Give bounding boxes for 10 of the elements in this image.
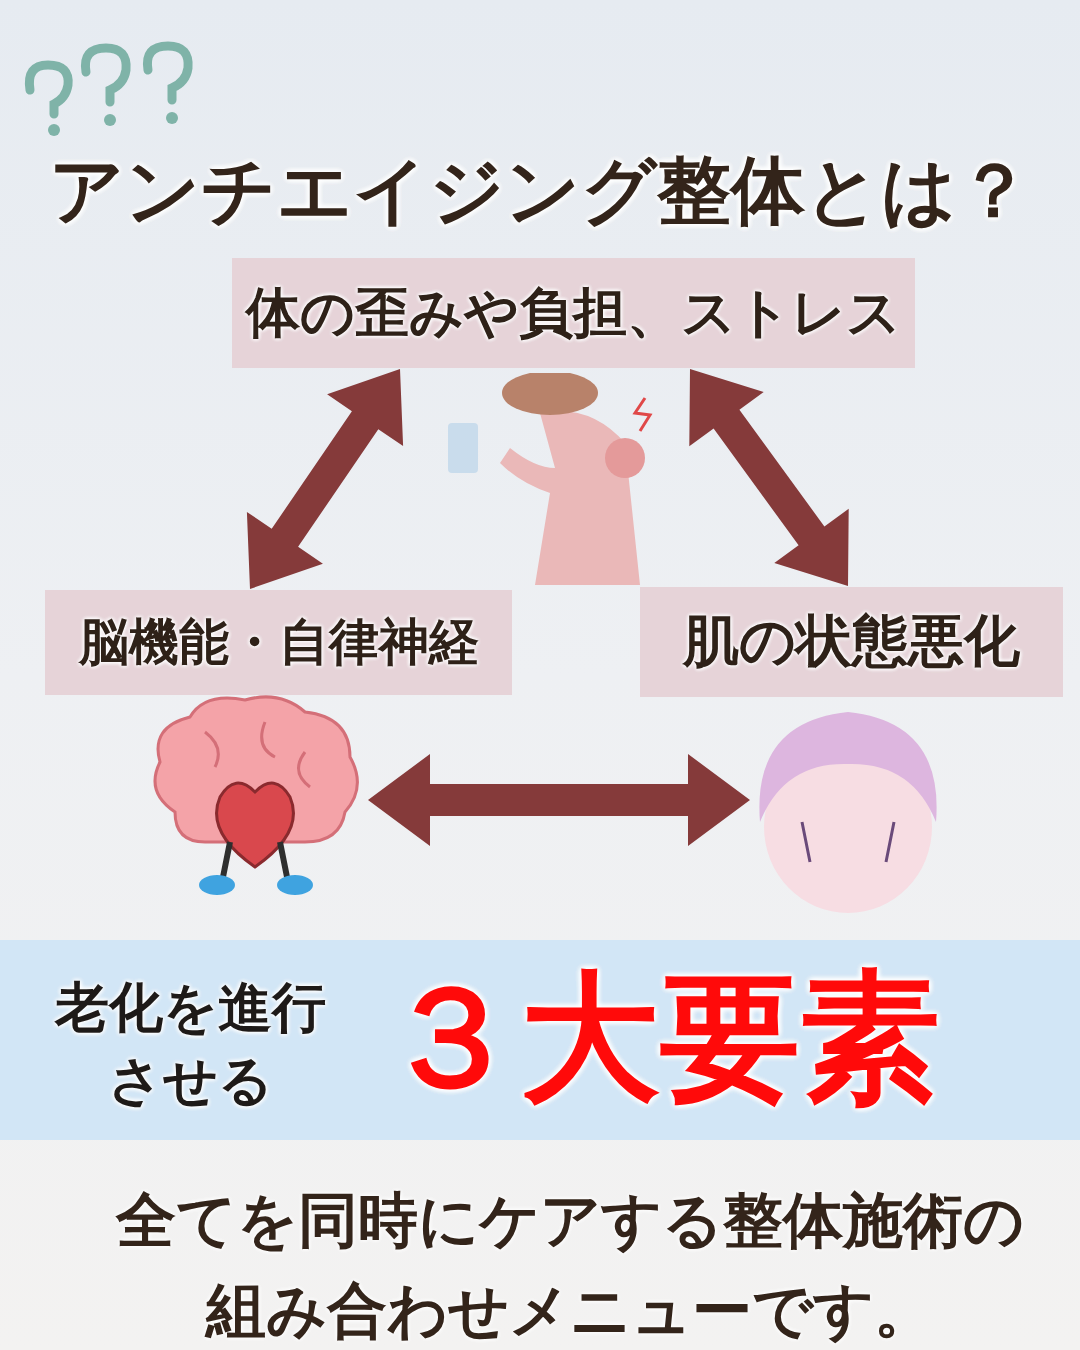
label-box: 体の歪みや負担、ストレス [232,258,915,368]
banner-text: 老化を進行させる [53,975,327,1114]
double-arrow [689,369,849,586]
label-box: 脳機能・自律神経 [45,590,512,695]
description-text: 全てを同時にケアする整体施術の組み合わせメニューです。 [114,1184,1025,1347]
label-box: 肌の状態悪化 [640,587,1063,697]
title: アンチエイジング整体とは？ [48,146,1032,235]
highlight-text: ３大要素 [380,955,941,1121]
double-arrow [246,369,404,589]
double-arrow [368,754,750,846]
